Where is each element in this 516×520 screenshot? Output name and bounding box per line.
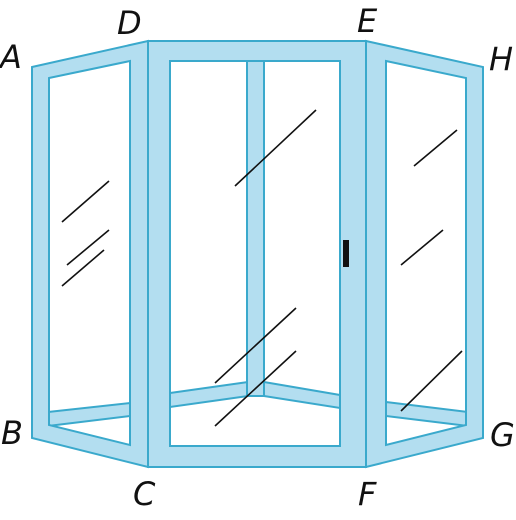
glare-line (66, 229, 110, 266)
glare-line (61, 180, 110, 223)
glare-line (234, 109, 317, 187)
vertex-label-h: H (489, 40, 513, 78)
vertex-label-c: C (133, 475, 156, 513)
vertex-label-b: B (1, 414, 23, 452)
front-window-frame (147, 40, 367, 468)
glare-line (214, 350, 297, 427)
glare-line (413, 129, 458, 167)
glare-line (214, 307, 297, 384)
glare-line (400, 229, 444, 266)
right-floor-strip (385, 400, 469, 428)
right-window-frame (365, 39, 484, 469)
vertex-label-g: G (490, 416, 515, 454)
left-floor-strip (47, 401, 131, 428)
left-window-frame (31, 39, 149, 469)
door-handle (343, 240, 349, 267)
vertex-label-e: E (357, 2, 378, 40)
vertex-label-a: A (0, 38, 22, 76)
vertex-label-f: F (358, 475, 377, 513)
glare-line (61, 249, 105, 287)
vertex-label-d: D (117, 4, 142, 42)
glare-line (400, 350, 463, 412)
